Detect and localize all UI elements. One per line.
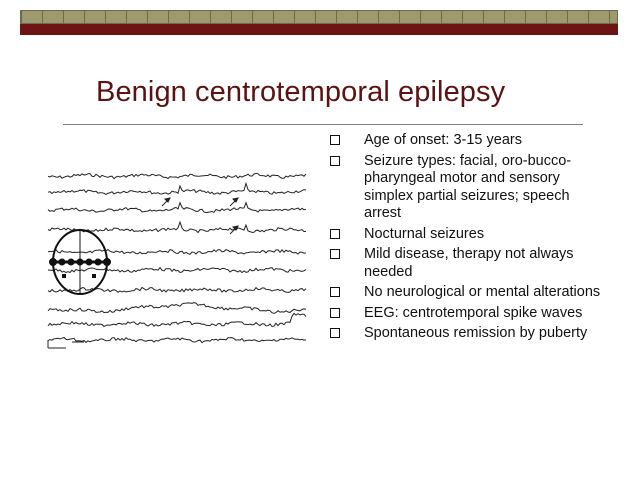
bullet-item: Spontaneous remission by puberty — [330, 325, 610, 343]
calibration-mark — [47, 340, 84, 349]
header-grid-cell — [567, 11, 588, 24]
head-diagram-icon — [49, 229, 111, 295]
header-grid-cell — [42, 11, 63, 24]
header-grid-cell — [441, 11, 462, 24]
eeg-traces — [47, 172, 307, 344]
header-grid-cell — [168, 11, 189, 24]
header-grid-cell — [294, 11, 315, 24]
header-grid-cell — [378, 11, 399, 24]
eeg-trace-line — [47, 248, 307, 255]
square-bullet-icon — [330, 155, 340, 166]
square-bullet-icon — [330, 328, 340, 338]
eeg-trace-line — [47, 201, 307, 214]
header-grid-cell — [609, 11, 630, 24]
eeg-trace-line — [47, 336, 307, 344]
square-bullet-icon — [330, 228, 340, 239]
header-grid-cell — [588, 11, 609, 24]
square-bullet-icon — [330, 287, 340, 297]
header-accent-bar — [20, 24, 618, 35]
eeg-trace-line — [47, 266, 307, 274]
bullet-item: Nocturnal seizures — [330, 226, 610, 244]
slide-title: Benign centrotemporal epilepsy — [96, 76, 506, 108]
header-grid-cell — [357, 11, 378, 24]
bullet-list: Age of onset: 3-15 years Seizure types: … — [330, 132, 610, 346]
title-divider — [63, 124, 583, 125]
header-grid-cell — [399, 11, 420, 24]
header-grid-cell — [84, 11, 105, 24]
header-grid-cell — [147, 11, 168, 24]
header-grid-cell — [483, 11, 504, 24]
header-grid-cell — [504, 11, 525, 24]
bullet-item: Mild disease, therapy not always needed — [330, 246, 610, 281]
header-grid-cell — [231, 11, 252, 24]
header-grid-cell — [105, 11, 126, 24]
eeg-trace-line — [47, 302, 307, 314]
header-grid-cell — [210, 11, 231, 24]
header-grid-cell — [126, 11, 147, 24]
header-grid-cell — [21, 11, 42, 24]
eeg-trace-line — [47, 286, 307, 293]
bullet-item: Seizure types: facial, oro-bucco-pharyng… — [330, 153, 610, 223]
bullet-item: No neurological or mental alterations — [330, 284, 610, 302]
eeg-figure — [47, 172, 307, 349]
header-grid-cell — [63, 11, 84, 24]
header-grid-cell — [189, 11, 210, 24]
header-grid-cell — [462, 11, 483, 24]
header-decor-bar — [20, 10, 618, 24]
header-grid-cell — [252, 11, 273, 24]
header-grid-cell — [273, 11, 294, 24]
eeg-trace-line — [47, 181, 307, 195]
header-grid-cell — [546, 11, 567, 24]
eeg-trace-line — [47, 220, 306, 234]
bullet-item: EEG: centrotemporal spike waves — [330, 305, 610, 323]
square-bullet-icon — [330, 307, 340, 318]
square-bullet-icon — [330, 249, 340, 259]
eeg-trace-line — [47, 172, 307, 180]
square-bullet-icon — [330, 135, 340, 145]
spike-arrows — [161, 197, 239, 235]
header-grid-cell — [420, 11, 441, 24]
bullet-item: Age of onset: 3-15 years — [330, 132, 610, 150]
header-grid-cell — [315, 11, 336, 24]
header-grid-cell — [525, 11, 546, 24]
eeg-trace-line — [47, 312, 307, 328]
header-grid-cell — [336, 11, 357, 24]
